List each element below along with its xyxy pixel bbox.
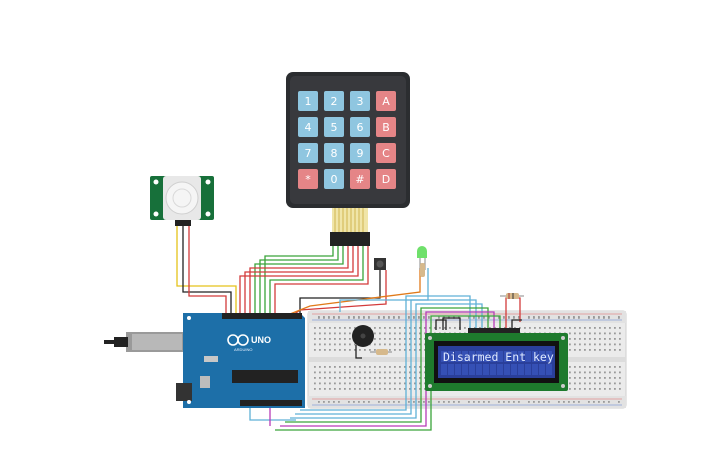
resistor-led[interactable]	[420, 263, 425, 277]
keypad-key-label: 5	[331, 121, 338, 134]
keypad-key-1[interactable]	[298, 91, 318, 111]
keypad-key-3[interactable]	[350, 91, 370, 111]
pir-dome-icon	[165, 181, 199, 215]
lcd-line-1: Disarmed Ent key	[443, 350, 554, 364]
keypad-key-label: B	[382, 121, 390, 134]
keypad-key-9[interactable]	[350, 143, 370, 163]
lcd-char-cells	[441, 351, 552, 375]
keypad-key-8[interactable]	[324, 143, 344, 163]
keypad-key-D[interactable]	[376, 169, 396, 189]
keypad-key-label: 0	[331, 173, 338, 186]
keypad-key-label: D	[382, 173, 390, 186]
keypad-key-B[interactable]	[376, 117, 396, 137]
board-model-label: UNO	[251, 335, 271, 345]
keypad-key-label: 9	[357, 147, 364, 160]
keypad-key-label: #	[355, 173, 364, 186]
lcd-display[interactable]: Disarmed Ent key	[425, 328, 568, 391]
keypad-key-C[interactable]	[376, 143, 396, 163]
keypad-key-label: 7	[305, 147, 312, 160]
wires	[176, 223, 522, 431]
keypad: 1 2 3 A 4 5 6 B 7 8 9 C * 0 # D	[286, 72, 410, 246]
keypad-key-label: C	[382, 147, 390, 160]
keypad-key-#[interactable]	[350, 169, 370, 189]
keypad-key-*[interactable]	[298, 169, 318, 189]
keypad-key-0[interactable]	[324, 169, 344, 189]
keypad-key-label: A	[382, 95, 390, 108]
keypad-key-label: 6	[357, 121, 364, 134]
keypad-key-5[interactable]	[324, 117, 344, 137]
keypad-key-label: *	[305, 173, 311, 186]
board-brand-label: ARDUINO	[234, 347, 252, 352]
keypad-key-7[interactable]	[298, 143, 318, 163]
keypad-key-4[interactable]	[298, 117, 318, 137]
keypad-key-label: 2	[331, 95, 338, 108]
arduino-logo-icon	[227, 334, 249, 346]
keypad-key-label: 1	[305, 95, 312, 108]
resistor-top[interactable]	[500, 293, 524, 299]
arduino-uno[interactable]: UNO ARDUINO	[104, 313, 305, 408]
pir-sensor[interactable]	[150, 176, 214, 226]
buzzer[interactable]	[352, 325, 374, 347]
keypad-key-label: 8	[331, 147, 338, 160]
keypad-key-A[interactable]	[376, 91, 396, 111]
keypad-key-label: 3	[357, 95, 364, 108]
keypad-key-label: 4	[305, 121, 312, 134]
keypad-key-2[interactable]	[324, 91, 344, 111]
push-button[interactable]	[374, 258, 386, 270]
resistor-buzzer[interactable]	[370, 349, 392, 355]
keypad-key-6[interactable]	[350, 117, 370, 137]
